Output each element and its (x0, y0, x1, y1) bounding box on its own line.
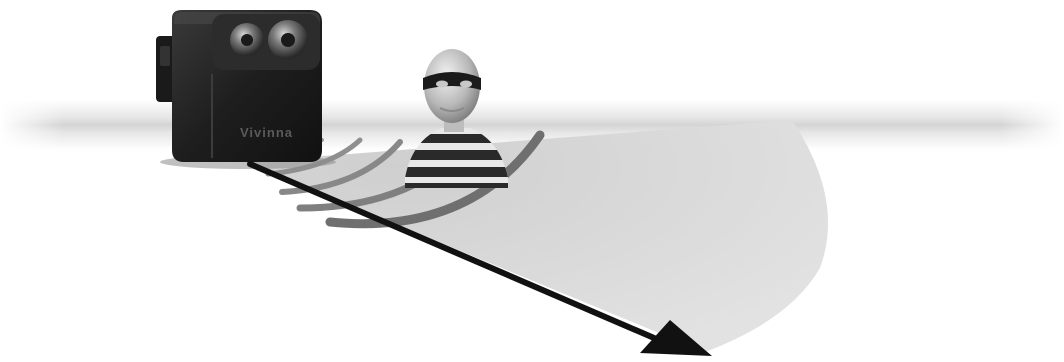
camera-icon: Vivinna (156, 10, 336, 169)
detection-zone (245, 120, 828, 352)
camera-brand-label: Vivinna (240, 125, 293, 140)
